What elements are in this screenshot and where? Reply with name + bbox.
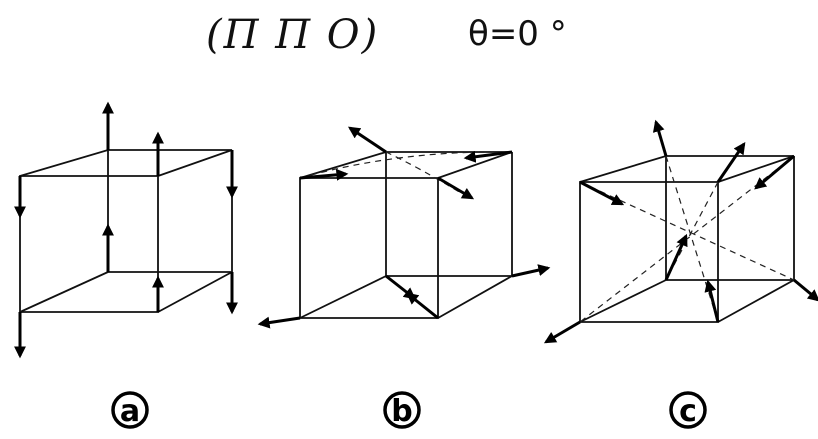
cube-b-front-face — [299, 177, 439, 319]
angle-symbol: θ — [468, 14, 489, 54]
cube-a — [13, 101, 238, 359]
cube-c — [543, 119, 818, 344]
cube-c-top-face — [579, 155, 795, 183]
panel-label-a-circle — [111, 391, 149, 429]
angle-value: =0 ° — [488, 14, 567, 54]
spin-arrow — [406, 292, 439, 320]
spin-arrow — [793, 278, 818, 302]
cube-c-front-face — [579, 181, 719, 323]
panel-label-b-circle — [383, 391, 421, 429]
cube-c-diagonal — [579, 181, 795, 281]
spin-arrow — [511, 264, 551, 278]
spin-arrow — [257, 316, 301, 329]
spin-arrow — [704, 279, 720, 323]
spin-arrow — [754, 154, 795, 190]
cube-b-right-face — [437, 152, 513, 319]
cube-a-back-edge — [19, 271, 109, 313]
panel-label-c-text: c — [679, 394, 697, 429]
spin-arrow — [543, 320, 581, 344]
spin-arrow — [299, 168, 349, 181]
cube-b-diagonal — [299, 151, 513, 179]
cube-c-back-edge — [579, 279, 667, 323]
spin-arrow — [716, 142, 746, 183]
spin-arrow — [579, 180, 625, 206]
panel-label-a: a — [111, 391, 149, 429]
spin-arrow — [437, 176, 475, 200]
angle-readout: θ=0 ° — [468, 14, 567, 54]
spin-arrow — [463, 150, 513, 163]
cube-b-back-edge — [299, 275, 387, 319]
cube-a-right-face — [157, 150, 233, 313]
cube-a-front-face — [19, 175, 159, 313]
panel-label-a-text: a — [120, 394, 140, 429]
cube-c-diagonal — [665, 155, 719, 323]
cube-a-top-face — [19, 149, 233, 177]
panel-label-b: b — [383, 391, 421, 429]
spin-arrow — [664, 233, 688, 281]
spin-arrow — [652, 119, 668, 157]
plane-label: (Π Π O) — [206, 12, 380, 58]
cube-b-top-face — [299, 151, 513, 179]
panel-label-b-text: b — [391, 394, 412, 429]
panel-label-c: c — [669, 391, 707, 429]
spin-arrow — [348, 126, 387, 154]
cube-b — [257, 126, 551, 329]
panel-label-c-circle — [669, 391, 707, 429]
cube-c-right-face — [717, 156, 795, 323]
